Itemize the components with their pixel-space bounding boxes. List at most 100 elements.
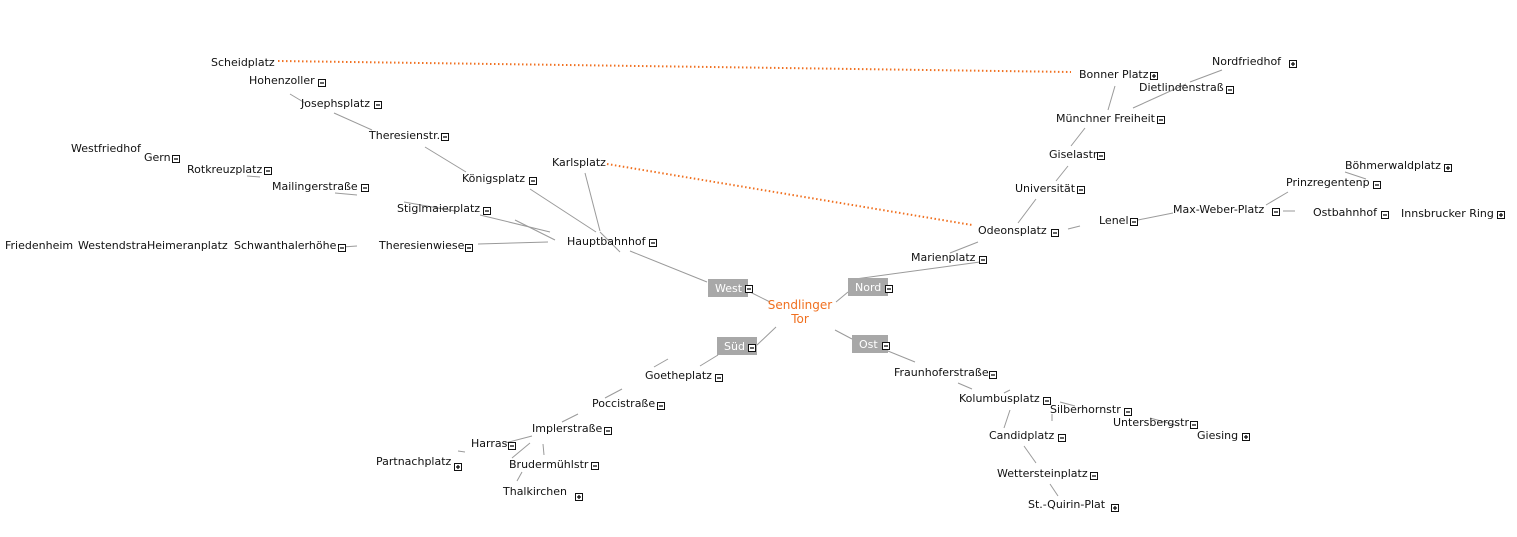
- collapse-toggle-icon[interactable]: [745, 285, 753, 293]
- expand-toggle-icon[interactable]: [1242, 433, 1250, 441]
- collapse-toggle-icon[interactable]: [715, 374, 723, 382]
- node-friedenheim[interactable]: Friedenheim: [5, 239, 73, 252]
- collapse-toggle-icon[interactable]: [748, 344, 756, 352]
- node-bonner-platz[interactable]: Bonner Platz: [1079, 68, 1149, 81]
- node-max-weber-platz[interactable]: Max-Weber-Platz: [1173, 203, 1265, 216]
- collapse-toggle-icon[interactable]: [318, 79, 326, 87]
- node-westendstr[interactable]: Westendstra: [78, 239, 147, 252]
- node-scheidplatz[interactable]: Scheidplatz: [211, 56, 275, 69]
- node-theresienwiese[interactable]: Theresienwiese: [378, 239, 465, 252]
- node-boehmerwaldplatz[interactable]: Böhmerwaldplatz: [1345, 159, 1441, 172]
- expand-toggle-icon[interactable]: [1444, 164, 1452, 172]
- collapse-toggle-icon[interactable]: [979, 256, 987, 264]
- expand-toggle-icon[interactable]: [1150, 72, 1158, 80]
- connector-line: [477, 241, 549, 245]
- collapse-toggle-icon[interactable]: [1058, 434, 1066, 442]
- node-hauptbahnhof[interactable]: Hauptbahnhof: [567, 235, 647, 248]
- node-goetheplatz[interactable]: Goetheplatz: [645, 369, 712, 382]
- node-mailingerstrasse[interactable]: Mailingerstraße: [272, 180, 358, 193]
- node-harras[interactable]: Harras: [471, 437, 508, 450]
- node-karlsplatz[interactable]: Karlsplatz: [552, 156, 606, 169]
- expand-toggle-icon[interactable]: [575, 493, 583, 501]
- collapse-toggle-icon[interactable]: [441, 133, 449, 141]
- node-label: Mailingerstraße: [272, 180, 358, 193]
- node-lenel[interactable]: Lenel: [1099, 214, 1129, 227]
- node-untersbergstr[interactable]: Untersbergstr: [1113, 416, 1189, 429]
- collapse-toggle-icon[interactable]: [529, 177, 537, 185]
- collapse-toggle-icon[interactable]: [508, 442, 516, 450]
- expand-toggle-icon[interactable]: [1497, 211, 1505, 219]
- node-label: Max-Weber-Platz: [1173, 203, 1265, 216]
- node-schwanthalerhoehe[interactable]: Schwanthalerhöhe: [234, 239, 337, 252]
- collapse-toggle-icon[interactable]: [989, 371, 997, 379]
- node-josephsplatz[interactable]: Josephsplatz: [300, 97, 370, 110]
- collapse-toggle-icon[interactable]: [1272, 208, 1280, 216]
- node-hohenzoller[interactable]: Hohenzoller: [249, 74, 315, 87]
- collapse-toggle-icon[interactable]: [1157, 116, 1165, 124]
- node-thalkirchen[interactable]: Thalkirchen: [502, 485, 567, 498]
- node-dietlindenstr[interactable]: Dietlindenstraß: [1139, 81, 1224, 94]
- node-universitaet[interactable]: Universität: [1015, 182, 1076, 195]
- collapse-toggle-icon[interactable]: [1130, 218, 1138, 226]
- node-fraunhoferstrasse[interactable]: Fraunhoferstraße: [894, 366, 989, 379]
- collapse-toggle-icon[interactable]: [885, 285, 893, 293]
- node-prinzregentenp[interactable]: Prinzregentenp: [1286, 176, 1370, 189]
- collapse-toggle-icon[interactable]: [1124, 408, 1132, 416]
- branch-node-nord[interactable]: Nord: [848, 278, 888, 296]
- collapse-toggle-icon[interactable]: [483, 207, 491, 215]
- node-rotkreuzplatz[interactable]: Rotkreuzplatz: [187, 163, 262, 176]
- node-westfriedhof[interactable]: Westfriedhof: [71, 142, 142, 155]
- collapse-toggle-icon[interactable]: [1226, 86, 1234, 94]
- collapse-toggle-icon[interactable]: [1097, 152, 1105, 160]
- node-marienplatz[interactable]: Marienplatz: [911, 251, 976, 264]
- node-implerstrasse[interactable]: Implerstraße: [532, 422, 603, 435]
- collapse-toggle-icon[interactable]: [591, 462, 599, 470]
- expand-toggle-icon[interactable]: [454, 463, 462, 471]
- collapse-toggle-icon[interactable]: [604, 427, 612, 435]
- collapse-toggle-icon[interactable]: [465, 244, 473, 252]
- node-brudermuehlstr[interactable]: Brudermühlstr: [509, 458, 589, 471]
- branch-node-west[interactable]: West: [708, 279, 748, 297]
- node-innsbrucker-ring[interactable]: Innsbrucker Ring: [1401, 207, 1494, 220]
- collapse-toggle-icon[interactable]: [1381, 211, 1389, 219]
- node-st-quirin-plat[interactable]: St.-Quirin-Plat: [1028, 498, 1106, 511]
- node-theresienstr[interactable]: Theresienstr.: [368, 129, 440, 142]
- node-stiglmaierplatz[interactable]: Stiglmaierplatz: [397, 202, 480, 215]
- node-kolumbusplatz[interactable]: Kolumbusplatz: [959, 392, 1040, 405]
- connector-line: [699, 354, 719, 367]
- collapse-toggle-icon[interactable]: [264, 167, 272, 175]
- collapse-toggle-icon[interactable]: [338, 244, 346, 252]
- collapse-toggle-icon[interactable]: [1077, 186, 1085, 194]
- branch-node-ost[interactable]: Ost: [852, 335, 888, 353]
- node-poccistrasse[interactable]: Poccistraße: [592, 397, 655, 410]
- collapse-toggle-icon[interactable]: [1090, 472, 1098, 480]
- branch-node-sued[interactable]: Süd: [717, 337, 757, 355]
- node-koenigsplatz[interactable]: Königsplatz: [462, 172, 525, 185]
- node-ostbahnhof[interactable]: Ostbahnhof: [1313, 206, 1378, 219]
- collapse-toggle-icon[interactable]: [172, 155, 180, 163]
- collapse-toggle-icon[interactable]: [1190, 421, 1198, 429]
- node-silberhornstr[interactable]: Silberhornstr: [1050, 403, 1121, 416]
- collapse-toggle-icon[interactable]: [1051, 229, 1059, 237]
- expand-toggle-icon[interactable]: [1111, 504, 1119, 512]
- collapse-toggle-icon[interactable]: [649, 239, 657, 247]
- node-odeonsplatz[interactable]: Odeonsplatz: [978, 224, 1047, 237]
- node-gern[interactable]: Gern: [144, 151, 171, 164]
- collapse-toggle-icon[interactable]: [1373, 181, 1381, 189]
- node-heimeranplatz[interactable]: Heimeranplatz: [147, 239, 228, 252]
- collapse-toggle-icon[interactable]: [374, 101, 382, 109]
- collapse-toggle-icon[interactable]: [657, 402, 665, 410]
- node-wettersteinplatz[interactable]: Wettersteinplatz: [997, 467, 1088, 480]
- node-candidplatz[interactable]: Candidplatz: [989, 429, 1055, 442]
- collapse-toggle-icon[interactable]: [1043, 397, 1051, 405]
- connector-line: [1003, 409, 1011, 429]
- node-giesing[interactable]: Giesing: [1197, 429, 1238, 442]
- node-partnachplatz[interactable]: Partnachplatz: [376, 455, 452, 468]
- node-muenchner-freiheit[interactable]: Münchner Freiheit: [1056, 112, 1156, 125]
- collapse-toggle-icon[interactable]: [882, 342, 890, 350]
- expand-toggle-icon[interactable]: [1289, 60, 1297, 68]
- node-giselastr[interactable]: Giselastr: [1049, 148, 1098, 161]
- collapse-toggle-icon[interactable]: [361, 184, 369, 192]
- node-nordfriedhof[interactable]: Nordfriedhof: [1212, 55, 1282, 68]
